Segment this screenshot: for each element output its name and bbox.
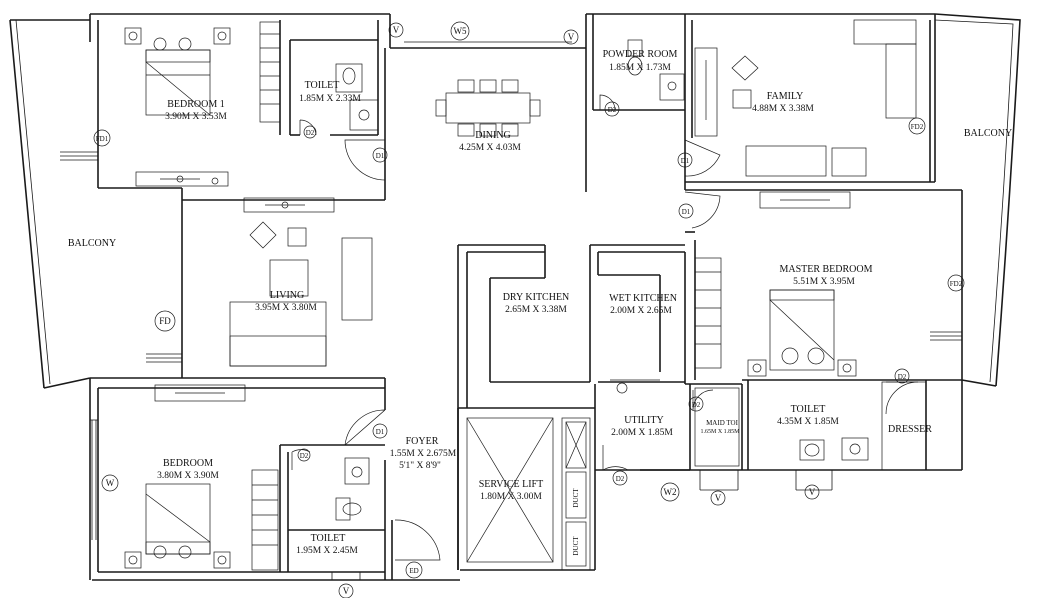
tag-d1-master: D1 [682,208,691,216]
tag-d2-toilet1: D2 [306,129,315,137]
master-bedroom-dim: 5.51M X 3.95M [793,277,855,287]
toilet1-name: TOILET [305,80,340,91]
tag-v-maid: V [715,493,722,503]
living-name: LIVING [270,290,304,301]
tag-d2-dresser: D2 [898,373,907,381]
maid-toilet-name: MAID TOI [706,419,738,427]
tag-duct-2: DUCT [572,536,580,556]
balcony-left-name: BALCONY [68,238,116,249]
foyer-dim-imperial: 5'1" X 8'9" [399,461,441,471]
tag-duct-1: DUCT [572,488,580,508]
toilet2-name: TOILET [311,533,346,544]
bedroom1-name: BEDROOM 1 [167,99,225,110]
tag-w2: W2 [664,487,677,497]
service-lift-name: SERVICE LIFT [479,479,543,490]
windows [60,151,962,580]
powder-name: POWDER ROOM [603,49,678,60]
tag-v-master-toilet: V [809,487,816,497]
tag-v-top-right: V [568,32,575,42]
toilet2-dim: 1.95M X 2.45M [296,546,358,556]
bedroom-dim: 3.80M X 3.90M [157,471,219,481]
utility-dim: 2.00M X 1.85M [611,428,673,438]
living-dim: 3.95M X 3.80M [255,303,317,313]
wet-kitchen-name: WET KITCHEN [609,293,677,304]
master-bedroom-name: MASTER BEDROOM [779,264,872,275]
tag-fd2-master: FD2 [950,280,963,288]
dresser-name: DRESSER [888,424,932,435]
balcony-right-name: BALCONY [964,128,1012,139]
maid-toilet-dim: 1.65M X 1.85M [700,429,740,435]
foyer-name: FOYER [406,436,439,447]
tag-d2-powder: D2 [608,106,617,114]
tag-d2-toilet2: D2 [300,452,309,460]
powder-dim: 1.85M X 1.73M [609,63,671,73]
tag-d1-bedroom1: D1 [376,152,385,160]
family-name: FAMILY [767,91,804,102]
tag-circles [93,21,965,598]
tag-ed-foyer: ED [409,567,418,575]
master-toilet-name: TOILET [791,404,826,415]
tag-d2-utility: D2 [616,475,625,483]
tag-w-bedroom: W [106,478,115,488]
tag-v-top-left: V [393,25,400,35]
tag-labels: V W5 V FD1 D2 D1 D2 D1 D1 FD FD2 FD2 D2 … [96,25,963,596]
foyer-dim: 1.55M X 2.675M [390,449,457,459]
bedroom-name: BEDROOM [163,458,213,469]
tag-v-toilet2: V [343,586,350,596]
dining-dim: 4.25M X 4.03M [459,143,521,153]
family-dim: 4.88M X 3.38M [752,104,814,114]
doors [291,94,919,561]
tag-d1-bedroom: D1 [376,428,385,436]
master-toilet-dim: 4.35M X 1.85M [777,417,839,427]
toilet1-dim: 1.85M X 2.33M [299,94,361,104]
tag-d1-family: D1 [681,157,690,165]
tag-w5: W5 [454,26,467,36]
tag-fd1-left: FD1 [96,135,109,143]
tag-fd-living: FD [159,316,171,326]
dining-name: DINING [475,130,511,141]
dry-kitchen-name: DRY KITCHEN [503,292,570,303]
bedroom1-dim: 3.90M X 3.53M [165,112,227,122]
service-lift-dim: 1.80M X 3.00M [480,492,542,502]
dry-kitchen-dim: 2.65M X 3.38M [505,305,567,315]
utility-name: UTILITY [624,415,663,426]
room-labels: BEDROOM 1 3.90M X 3.53M TOILET 1.85M X 2… [68,49,1012,556]
tag-fd2-family: FD2 [911,123,924,131]
tag-d2-maid: D2 [692,401,701,409]
furniture [124,19,927,571]
wet-kitchen-dim: 2.00M X 2.65M [610,306,672,316]
